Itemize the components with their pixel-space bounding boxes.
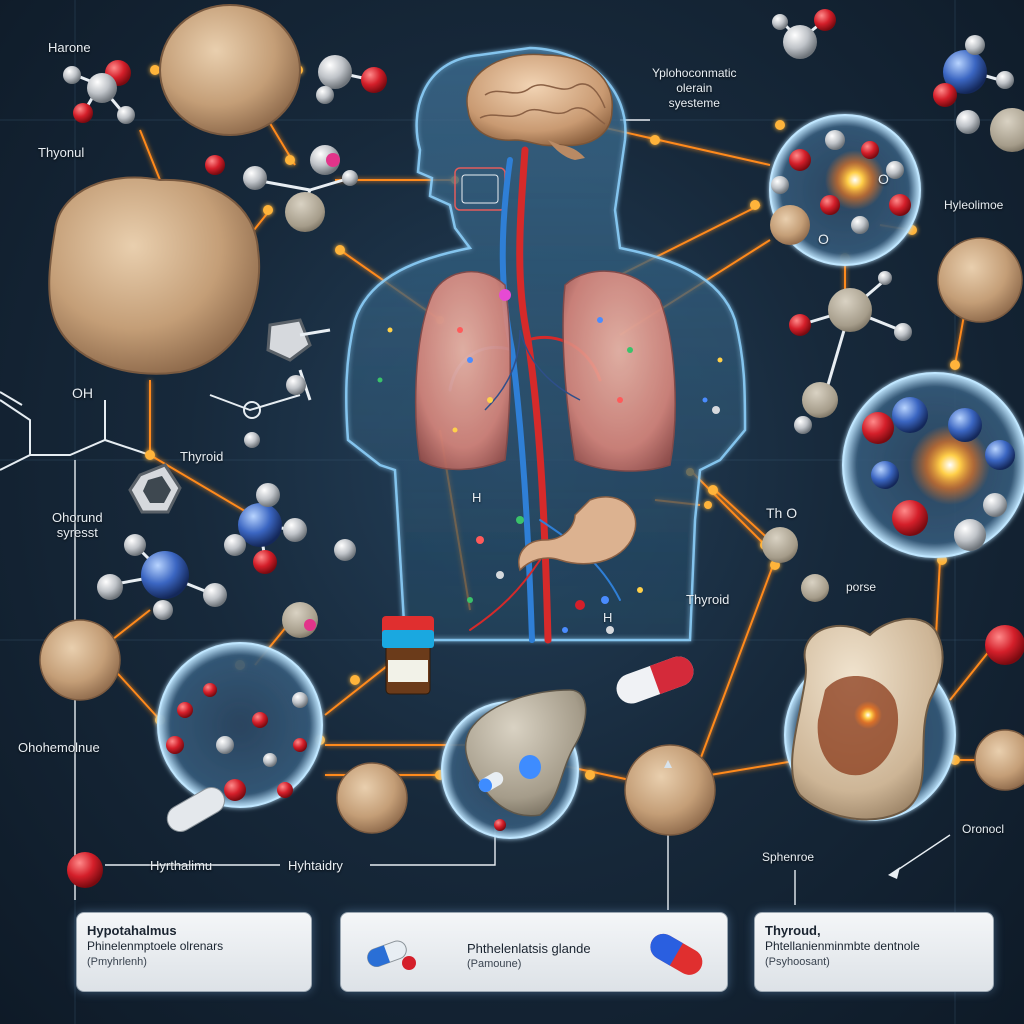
panel-line: Phinelenmptoele olrenars (87, 939, 224, 953)
tissue-blobs (39, 4, 1024, 836)
panel-title: Hypotahalmus (87, 923, 177, 938)
capsules (166, 656, 694, 832)
label-sphenroe: Sphenroe (762, 850, 815, 864)
panel-sub: (Pmyhrlenh) (87, 956, 147, 968)
label-thyroid-left: Thyroid (180, 449, 224, 464)
energy-burst (910, 425, 990, 505)
atom-label-h: H (603, 610, 613, 625)
molecule-atoms (63, 9, 1024, 888)
panel-sub: (Psyhoosant) (765, 956, 830, 968)
bubble-objects (464, 617, 944, 821)
label-thyroid-center: Thyroid (686, 592, 730, 607)
label-yplohoconmatic: Yplohoconmatic olerain syesteme (652, 66, 737, 110)
atom-label-h: H (472, 490, 482, 505)
human-figure (345, 46, 747, 642)
atom-label-o: O (878, 171, 889, 187)
stomach (518, 496, 637, 572)
medicine-bottle (382, 616, 434, 695)
label-ohohemolnue: Ohohemolnue (18, 740, 100, 755)
bubble-atoms (166, 130, 1015, 801)
lungs (414, 270, 676, 472)
label-thyonul: Thyonul (38, 145, 85, 160)
panel-thyroid: Thyroud, Phtellanienminmbte dentnole (Ps… (754, 912, 994, 992)
label-hyleolimoe: Hyleolimoe (944, 198, 1004, 212)
label-hyrthalimu: Hyrthalimu (150, 858, 213, 873)
label-hyhtaidry: Hyhtaidry (288, 858, 343, 873)
atom-label-o: O (818, 231, 829, 247)
panel-pituitary: Phthelenlatsis glande (Pamoune) (340, 912, 728, 992)
panel-title: Thyroud, (765, 923, 821, 938)
energy-burst (825, 150, 885, 210)
particles (377, 289, 723, 634)
capsule-icon (650, 933, 703, 975)
panel-sub: (Pamoune) (467, 958, 522, 970)
label-oronocl: Oronocl (962, 822, 1005, 836)
panel-hypothalamus: Hypotahalmus Phinelenmptoele olrenars (P… (76, 912, 312, 992)
label-harone: Harone (48, 40, 91, 55)
panel-title: Phthelenlatsis glande (467, 941, 591, 956)
pill-icon (367, 940, 416, 970)
structural-formula (0, 391, 301, 471)
label-oh: OH (72, 385, 93, 401)
label-th-o: Th O (766, 505, 798, 521)
label-porse: porse (846, 580, 877, 594)
brain (466, 53, 613, 160)
panel-line: Phtellanienminmbte dentnole (765, 939, 920, 953)
label-ohorund: Ohorund syresst (52, 510, 103, 540)
